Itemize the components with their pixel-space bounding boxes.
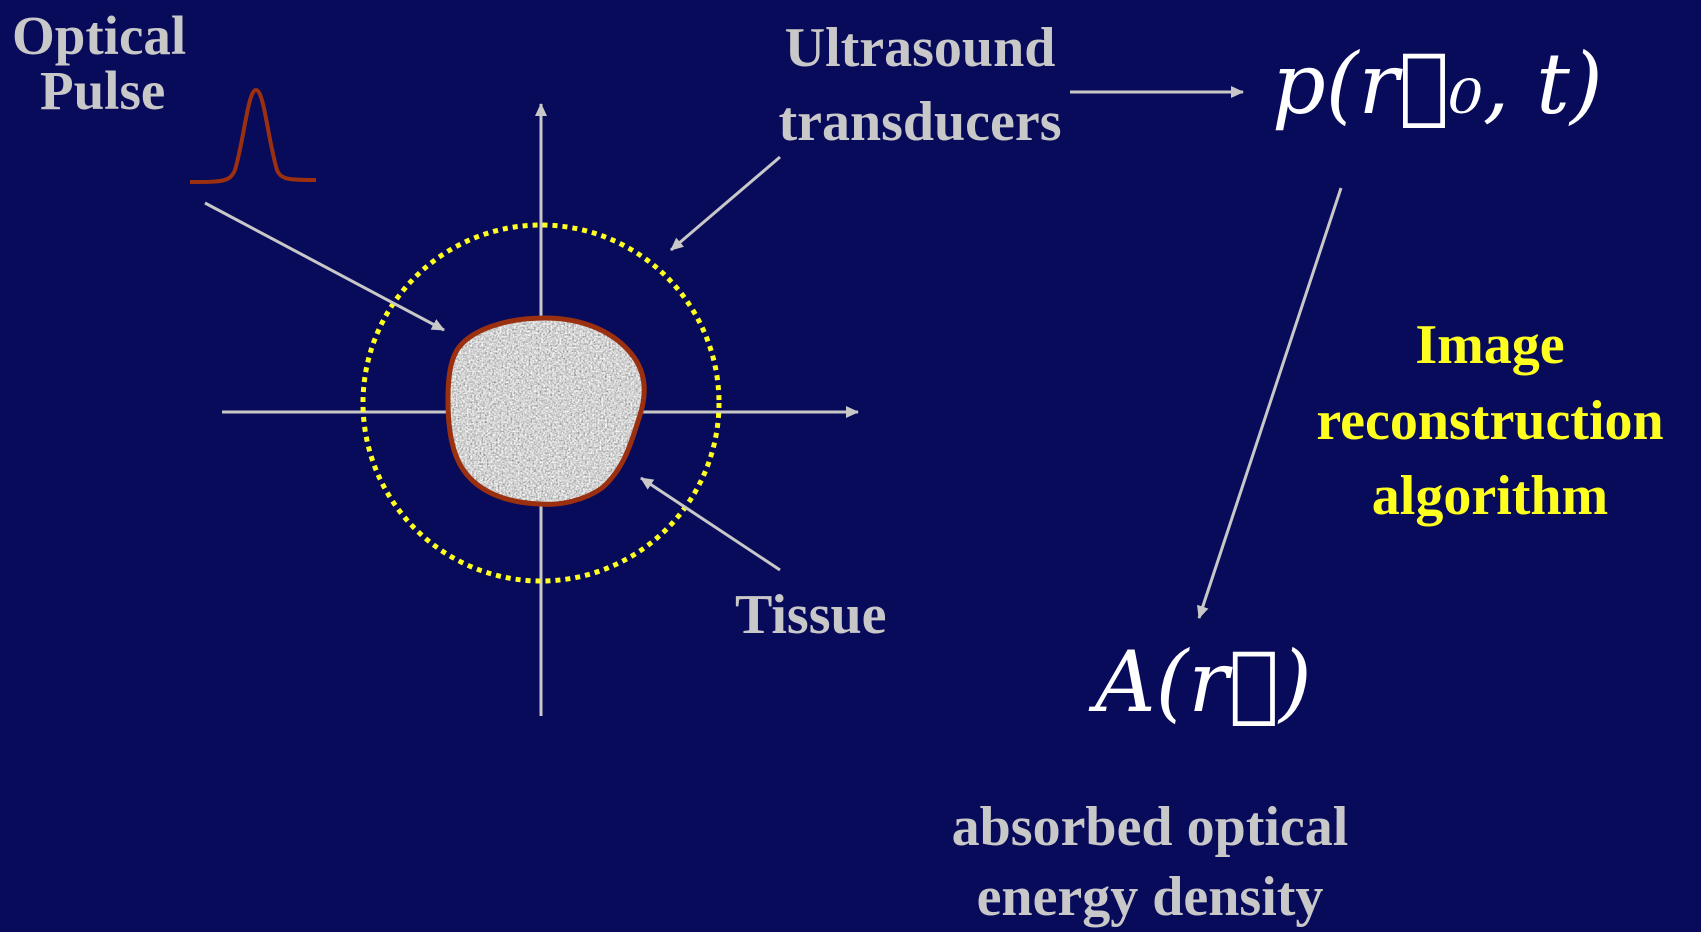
- pressure-signal-formula: p(r⃗₀, t): [1272, 42, 1603, 126]
- absorbed-energy-label: absorbed optical energy density: [900, 792, 1400, 932]
- transducer-pointer-arrow: [671, 157, 780, 250]
- ultrasound-transducers-label-line2: transducers: [755, 94, 1085, 150]
- tissue-pointer-arrow: [641, 478, 780, 570]
- ultrasound-transducers-label-line1: Ultrasound: [755, 20, 1085, 76]
- image-reconstruction-label-line3: algorithm: [1290, 459, 1690, 535]
- tissue-label: Tissue: [735, 587, 886, 643]
- optical-pulse-label-line2: Pulse: [12, 63, 212, 118]
- optical-pulse-label: Optical Pulse: [12, 8, 212, 118]
- image-reconstruction-label: Image reconstruction algorithm: [1290, 308, 1690, 535]
- pulse-pointer-arrow: [205, 203, 444, 330]
- absorbed-energy-formula: A(r⃗): [1095, 640, 1312, 724]
- ultrasound-transducers-label: Ultrasound transducers: [755, 20, 1085, 150]
- image-reconstruction-label-line2: reconstruction: [1290, 384, 1690, 460]
- image-reconstruction-label-line1: Image: [1290, 308, 1690, 384]
- absorbed-energy-label-line2: energy density: [900, 862, 1400, 932]
- optical-pulse-label-line1: Optical: [12, 8, 212, 63]
- tissue-sample: [440, 310, 655, 515]
- absorbed-energy-label-line1: absorbed optical: [900, 792, 1400, 862]
